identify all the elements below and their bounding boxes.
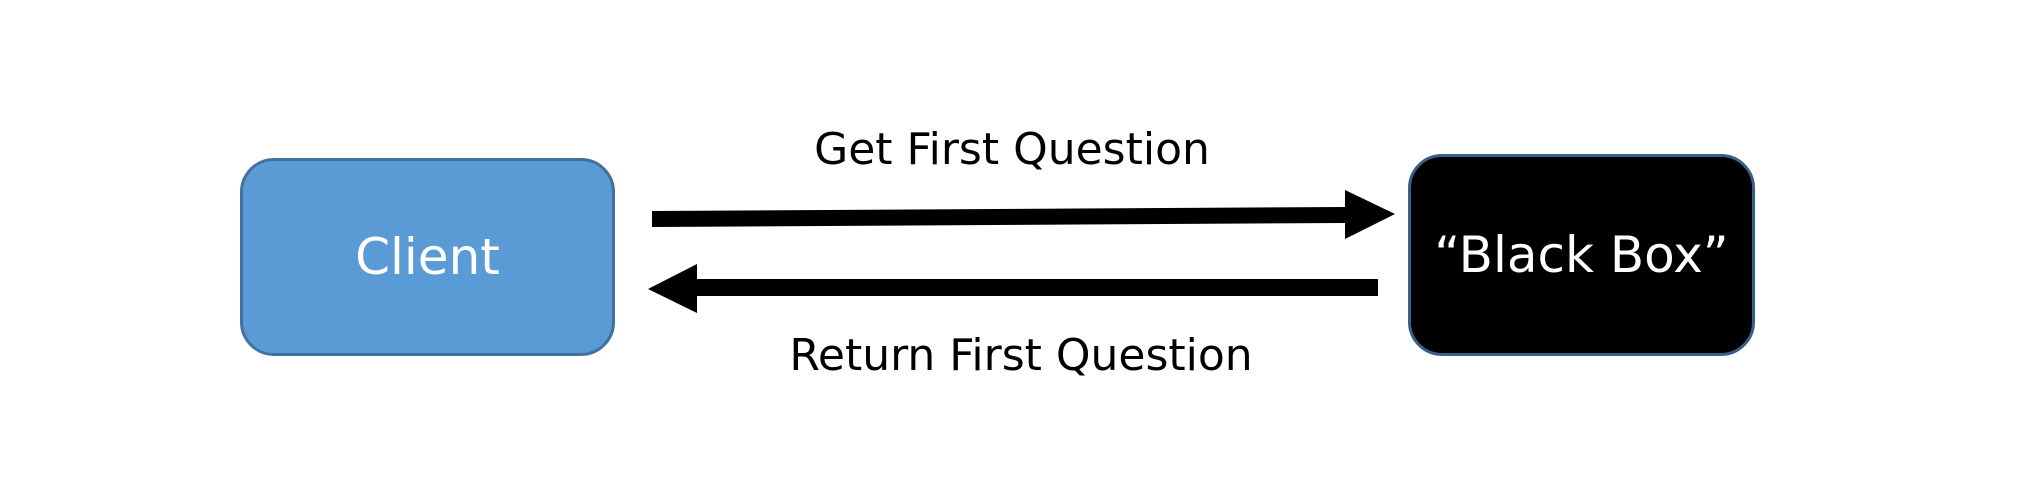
request-arrowhead <box>1345 190 1395 239</box>
response-arrow-shaft <box>697 279 1378 296</box>
response-edge-label: Return First Question <box>789 330 1253 381</box>
response-arrowhead <box>648 264 697 313</box>
request-arrow-shaft <box>652 207 1345 227</box>
request-arrow <box>652 190 1395 239</box>
response-arrow <box>648 264 1378 313</box>
black-box-node: “Black Box” <box>1408 154 1755 356</box>
request-edge-label: Get First Question <box>814 124 1210 175</box>
client-node: Client <box>240 158 615 356</box>
